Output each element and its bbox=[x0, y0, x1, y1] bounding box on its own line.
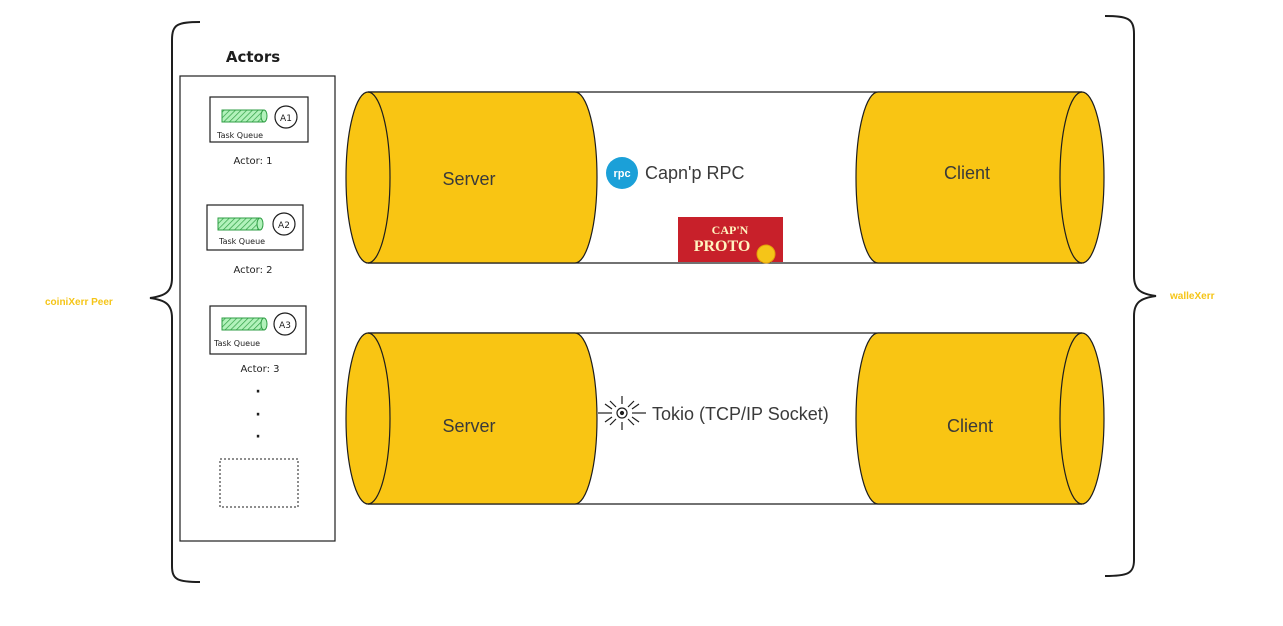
svg-text:PROTO: PROTO bbox=[694, 238, 751, 255]
pipe-capnp bbox=[345, 91, 1105, 264]
svg-text:rpc: rpc bbox=[613, 168, 630, 180]
capnp-rpc-label: Capn'p RPC bbox=[645, 163, 744, 183]
svg-text:CAP'N: CAP'N bbox=[712, 223, 749, 237]
actor-placeholder bbox=[219, 458, 299, 508]
client-label: Client bbox=[947, 416, 993, 436]
task-queue-label: Task Queue bbox=[218, 237, 265, 246]
actor-card-3: A3 Task Queue bbox=[209, 305, 307, 355]
actor-card-1: A1 Task Queue bbox=[209, 96, 309, 143]
right-brace bbox=[1104, 15, 1157, 577]
actor-card-2: A2 Task Queue bbox=[206, 204, 304, 251]
actor-badge-text: A2 bbox=[278, 221, 290, 231]
task-queue-bar bbox=[221, 317, 265, 331]
tokio-icon bbox=[598, 396, 646, 430]
client-cylinder bbox=[855, 332, 1105, 505]
task-queue-bar bbox=[217, 217, 261, 231]
task-queue-bar bbox=[221, 109, 265, 123]
actor-badge bbox=[274, 105, 298, 129]
task-queue-bar-end bbox=[260, 317, 268, 331]
rpc-icon: rpc bbox=[606, 157, 638, 189]
actor-badge bbox=[272, 212, 296, 236]
ellipsis-dot: · bbox=[255, 407, 260, 423]
right-group-label: walleXerr bbox=[1169, 291, 1215, 302]
server-label: Server bbox=[442, 169, 495, 189]
task-queue-label: Task Queue bbox=[216, 131, 263, 140]
ellipsis-dot: · bbox=[255, 429, 260, 445]
client-cylinder bbox=[855, 91, 1105, 264]
actor-caption-2: Actor: 2 bbox=[233, 265, 272, 276]
tokio-label: Tokio (TCP/IP Socket) bbox=[652, 404, 829, 424]
actors-panel bbox=[179, 75, 336, 542]
actor-caption-3: Actor: 3 bbox=[240, 364, 279, 375]
ellipsis-dot: · bbox=[255, 384, 260, 400]
pipe-tokio bbox=[345, 332, 1105, 505]
server-cylinder bbox=[345, 332, 598, 505]
actor-badge-text: A1 bbox=[280, 114, 292, 124]
actors-title: Actors bbox=[226, 48, 280, 66]
capnproto-logo: CAP'N PROTO bbox=[678, 217, 783, 264]
left-brace bbox=[149, 21, 201, 583]
server-cylinder bbox=[345, 91, 598, 264]
left-group-label: coiniXerr Peer bbox=[45, 297, 113, 308]
actor-caption-1: Actor: 1 bbox=[233, 156, 272, 167]
client-label: Client bbox=[944, 163, 990, 183]
actor-badge-text: A3 bbox=[279, 321, 291, 331]
task-queue-bar-end bbox=[260, 109, 268, 123]
task-queue-label: Task Queue bbox=[213, 339, 260, 348]
actor-badge bbox=[273, 312, 297, 336]
task-queue-bar-end bbox=[256, 217, 264, 231]
server-label: Server bbox=[442, 416, 495, 436]
